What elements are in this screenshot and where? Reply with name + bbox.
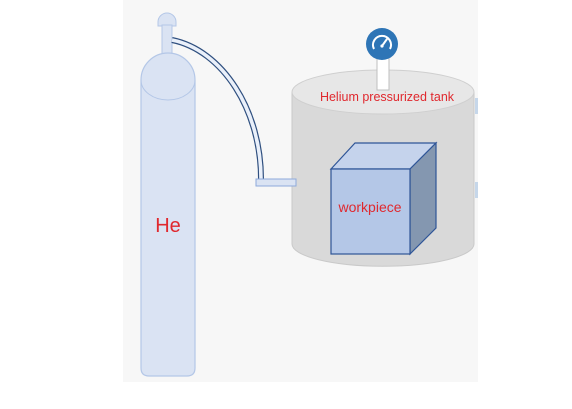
cube-front-face [330, 168, 411, 255]
workpiece-cube [329, 141, 438, 256]
hose-connector [255, 178, 297, 187]
gauge-icon [366, 28, 398, 60]
cylinder-shoulder-line [140, 79, 196, 101]
cylinder-label: He [155, 215, 181, 237]
tank-side-marker-top [475, 98, 478, 114]
tank-side-marker-bottom [475, 182, 478, 198]
workpiece-label: workpiece [337, 199, 401, 215]
gauge-stem [376, 55, 390, 91]
helium-cylinder [140, 12, 196, 377]
cylinder-body [140, 52, 196, 377]
tank-label: Helium pressurized tank [320, 90, 455, 104]
cylinder-valve-cap [157, 12, 177, 27]
helium-hose [171, 37, 297, 187]
